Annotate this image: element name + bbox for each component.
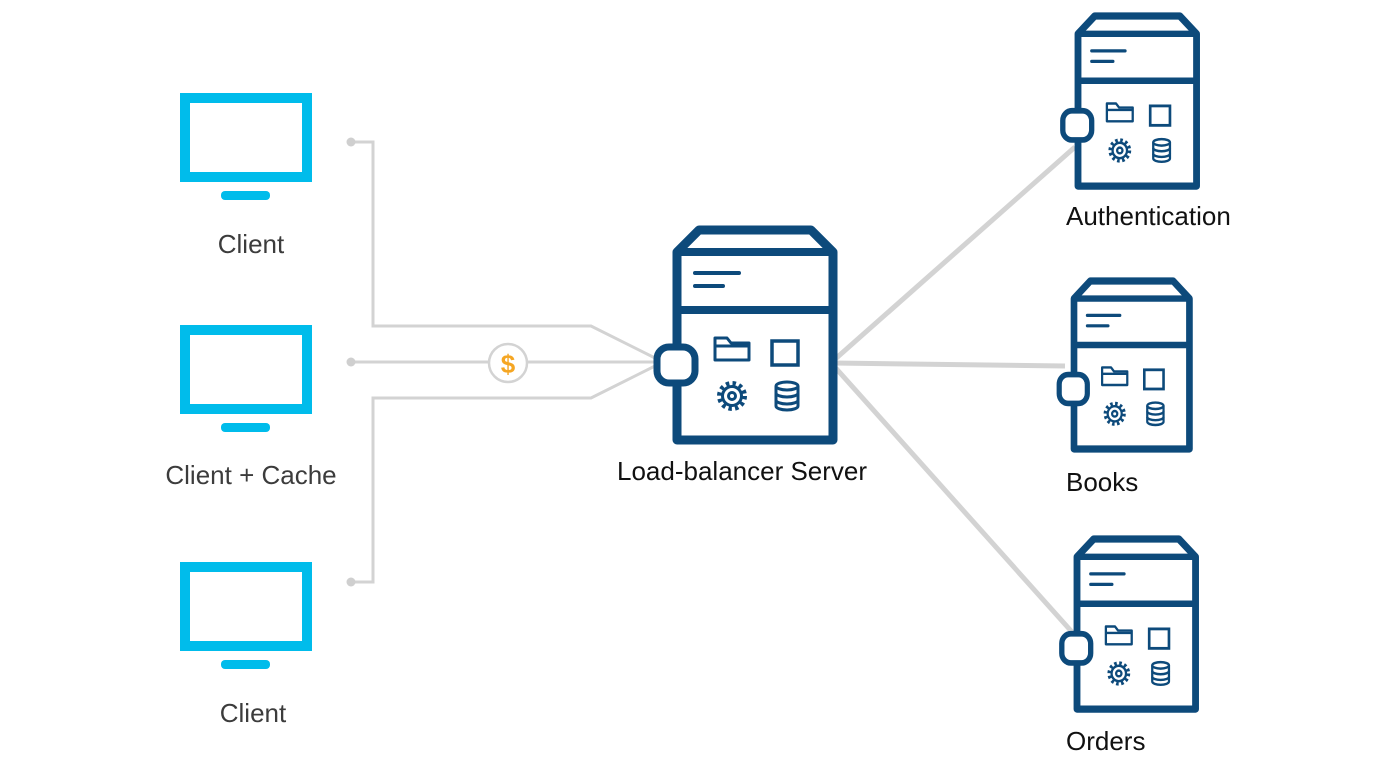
connector-orders: [831, 363, 1074, 634]
client-cache-label: Client + Cache: [165, 460, 337, 490]
authentication-label: Authentication: [1066, 201, 1231, 231]
service-connectors: [831, 145, 1077, 634]
orders-label: Orders: [1066, 726, 1146, 756]
client-monitor-icon-3: [185, 567, 307, 669]
connector-dot-2: [346, 357, 356, 367]
connector-client-1: [351, 140, 656, 360]
authentication-server-icon: [1063, 16, 1197, 186]
connector-client-3: [351, 364, 656, 584]
connector-dot-3: [346, 577, 356, 587]
load-balancer-label: Load-balancer Server: [617, 456, 868, 486]
client-label: Client: [219, 698, 287, 728]
dollar-icon: $: [501, 349, 516, 379]
client-label: Client: [217, 229, 285, 259]
books-label: Books: [1066, 467, 1139, 497]
client-monitor-icon-2: [185, 330, 307, 432]
client-connectors: [346, 137, 656, 587]
cache-badge: $: [487, 342, 529, 384]
connector-dot-1: [346, 137, 356, 147]
connector-auth: [831, 145, 1077, 363]
connector-books: [832, 360, 1066, 369]
client-monitor-icon-1: [185, 98, 307, 200]
load-balancer-server-icon: [657, 230, 833, 440]
orders-server-icon: [1062, 539, 1196, 709]
books-server-icon: [1059, 281, 1189, 449]
